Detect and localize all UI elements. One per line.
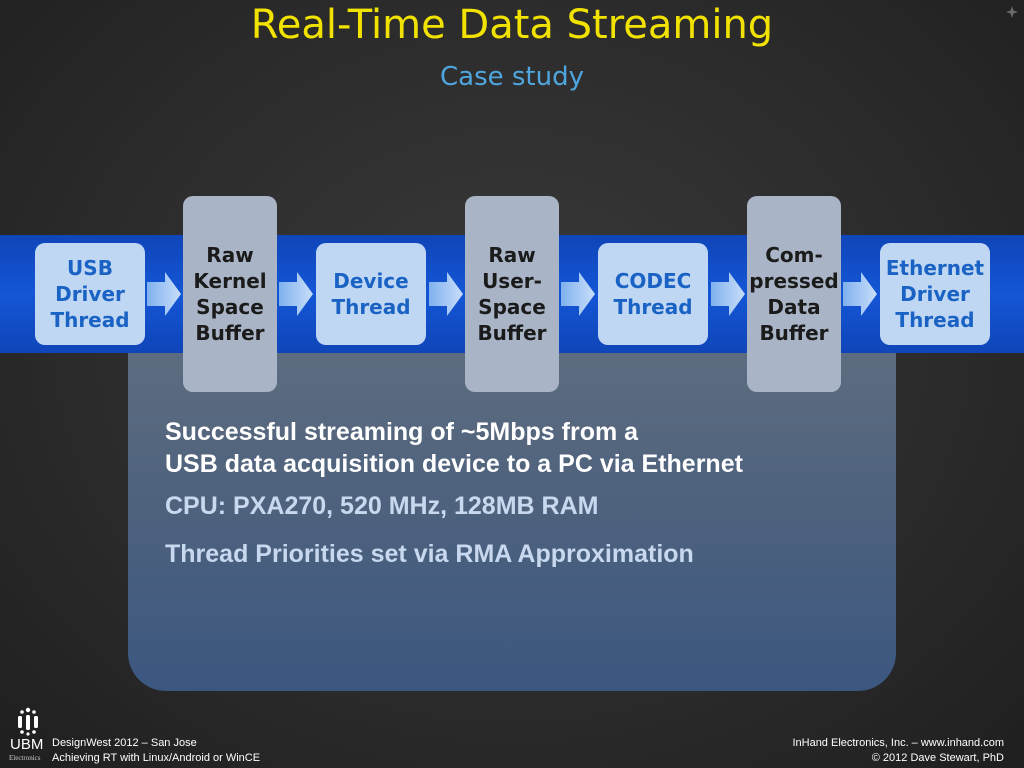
flow-arrow-icon [711, 272, 745, 316]
usb-driver-thread-box: USB Driver Thread [35, 243, 145, 345]
flow-arrow-icon [279, 272, 313, 316]
ubm-logo-subtext: Electronics [9, 754, 41, 762]
summary-line-2: USB data acquisition device to a PC via … [165, 450, 743, 478]
summary-text: Successful streaming of ~5Mbps from a US… [165, 416, 743, 480]
compressed-data-buffer-box: Com- pressed Data Buffer [747, 196, 841, 392]
device-thread-box: Device Thread [316, 243, 426, 345]
summary-line-1: Successful streaming of ~5Mbps from a [165, 418, 639, 446]
ubm-logo-icon [18, 707, 38, 736]
footer-talk-title: Achieving RT with Linux/Android or WinCE [52, 752, 261, 764]
footer-right: InHand Electronics, Inc. – www.inhand.co… [792, 736, 1004, 766]
raw-user-space-buffer-box: Raw User- Space Buffer [465, 196, 559, 392]
description-panel [128, 353, 896, 691]
cpu-spec-text: CPU: PXA270, 520 MHz, 128MB RAM [165, 492, 599, 520]
flow-arrow-icon [843, 272, 877, 316]
footer-left: DesignWest 2012 – San Jose Achieving RT … [52, 736, 260, 766]
footer-event: DesignWest 2012 – San Jose [52, 737, 197, 749]
slide-subtitle: Case study [439, 62, 584, 92]
ethernet-driver-thread-box: Ethernet Driver Thread [880, 243, 990, 345]
ubm-logo-text: UBM [10, 736, 44, 753]
footer-company: InHand Electronics, Inc. – www.inhand.co… [792, 737, 1004, 749]
codec-thread-box: CODEC Thread [598, 243, 708, 345]
flow-arrow-icon [561, 272, 595, 316]
flow-arrow-icon [147, 272, 181, 316]
footer-copyright: © 2012 Dave Stewart, PhD [871, 752, 1004, 764]
slide-title: Real-Time Data Streaming [250, 2, 774, 48]
raw-kernel-space-buffer-box: Raw Kernel Space Buffer [183, 196, 277, 392]
flow-arrow-icon [429, 272, 463, 316]
corner-ornament-icon [1006, 6, 1018, 18]
thread-priorities-text: Thread Priorities set via RMA Approximat… [165, 540, 694, 568]
